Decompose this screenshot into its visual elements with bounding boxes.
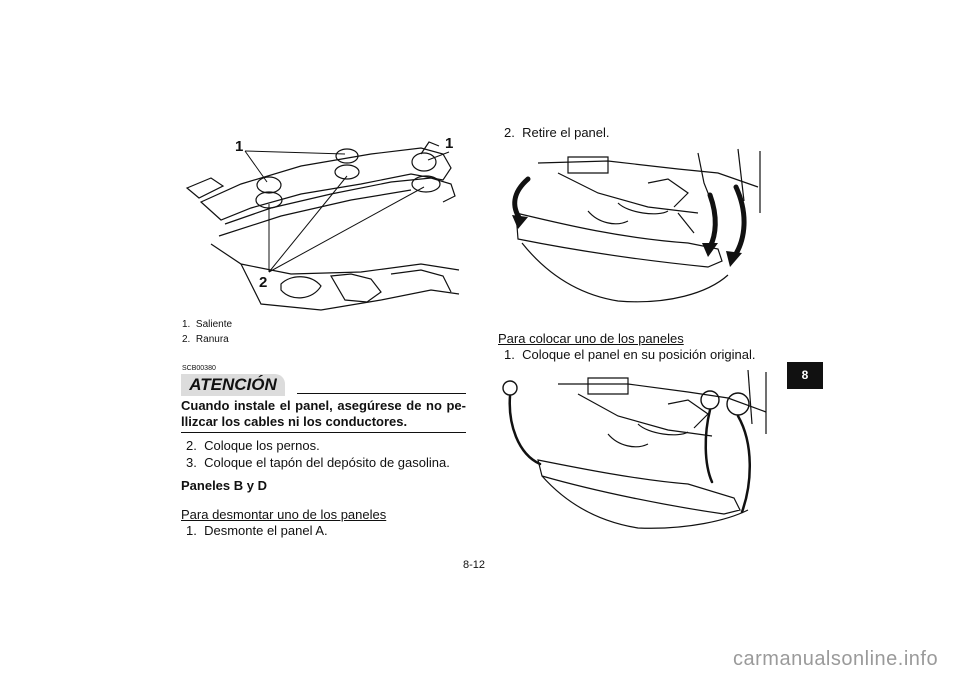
install-panel-illustration [502, 369, 767, 529]
legend-label: Ranura [195, 334, 229, 345]
legend-item: 1. Saliente [182, 318, 232, 332]
legend-number: 2. [182, 334, 191, 345]
callout-2: 2 [259, 274, 267, 291]
step-number: 2. [504, 125, 515, 140]
list-item: 3. Coloque el tapón del depósito de gaso… [186, 454, 450, 471]
remove-heading: Para desmontar uno de los paneles [181, 507, 387, 522]
watermark: carmanualsonline.info [733, 648, 939, 670]
panel-slots-illustration: 1 1 2 [185, 135, 460, 311]
caution-text: Cuando instale el panel, asegúrese de no… [181, 398, 466, 429]
step-number: 1. [504, 347, 515, 362]
section-heading: Paneles B y D [181, 478, 267, 493]
list-item: 2. Coloque los pernos. [186, 437, 320, 454]
step-text: Retire el panel. [522, 125, 610, 140]
step-number: 3. [186, 455, 197, 470]
step-text: Desmonte el panel A. [204, 523, 328, 538]
caution-code: SCB00380 [182, 365, 216, 372]
caution-title: ATENCIÓN [189, 375, 277, 394]
figure-panel-slots: 1 1 2 [181, 124, 466, 314]
install-heading: Para colocar uno de los paneles [498, 331, 684, 346]
step-number: 2. [186, 438, 197, 453]
figure-remove-panel [498, 143, 773, 308]
remove-panel-illustration [512, 148, 761, 303]
step-text: Coloque el panel en su posición original… [522, 347, 756, 362]
page-number: 8-12 [463, 559, 486, 571]
step-number: 1. [186, 523, 197, 538]
step-text: Coloque los pernos. [204, 438, 320, 453]
figure-install-panel [498, 364, 773, 534]
legend-number: 1. [182, 319, 191, 330]
step-text: Coloque el tapón del depósito de gasolin… [204, 455, 450, 470]
list-item: 1. Coloque el panel en su posición origi… [504, 346, 756, 363]
callout-1-left: 1 [235, 138, 243, 155]
caution-header: ATENCIÓN [181, 374, 466, 396]
list-item: 1. Desmonte el panel A. [186, 522, 328, 539]
legend-label: Saliente [195, 319, 233, 330]
caution-header-rule [297, 393, 466, 394]
legend-item: 2. Ranura [182, 333, 229, 347]
caution-bottom-rule [181, 432, 466, 433]
callout-1-right: 1 [445, 135, 453, 152]
caution-title-box [181, 374, 285, 396]
list-item: 2. Retire el panel. [504, 124, 610, 141]
chapter-tab: 8 [787, 362, 823, 389]
